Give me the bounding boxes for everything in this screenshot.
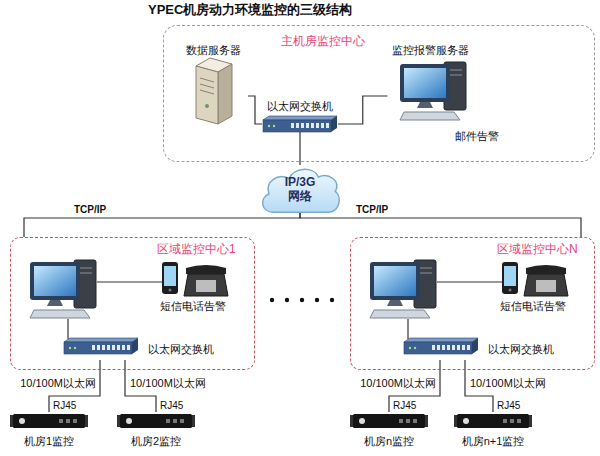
wire: [407, 319, 408, 339]
wire: [67, 319, 68, 339]
alarm-server: 监控报警服务器: [388, 44, 473, 128]
label-anchor: 邮件告警: [455, 130, 499, 143]
switch-icon: [404, 338, 478, 354]
room-monitor-device: 机房1监控: [8, 412, 90, 448]
device-icons: [10, 414, 532, 428]
link-label: TCP/IP: [354, 204, 390, 216]
ellipsis-dots-part: [285, 298, 289, 302]
link-label: 10/100M以太网: [359, 377, 437, 390]
ellipsis-dots-part: [300, 298, 304, 302]
link-label-anchor: 10/100M以太网: [129, 377, 207, 390]
regionN-equipment: [370, 260, 568, 354]
ethernet-switch: 以太网交换机: [62, 338, 222, 360]
network-link: [300, 213, 581, 237]
network-link: [248, 96, 262, 124]
title-anchor: YPEC机房动力环境监控的三级结构: [148, 2, 352, 18]
server-label: 数据服务器: [186, 44, 241, 57]
label-anchor: RJ45: [53, 400, 76, 412]
alarm-note: 短信电话告警: [160, 300, 226, 313]
device-label: 机房n监控: [364, 435, 414, 448]
wire: [437, 281, 502, 282]
device-icon: [117, 414, 195, 428]
monitor-center-box: 主机房监控中心数据服务器 监控报警服务器以太网交换机: [163, 25, 595, 162]
switch-icon: [263, 116, 337, 132]
ellipsis-dots-part: [270, 298, 274, 302]
ethernet-switch: 以太网交换机: [402, 338, 562, 360]
device-icon: [350, 414, 428, 428]
connectors: [24, 96, 581, 412]
room-monitor-device: 机房2监控: [115, 412, 197, 448]
link-label-anchor: TCP/IP: [354, 204, 390, 216]
data-server-icon: [196, 58, 232, 124]
ellipsis-dots-part: [315, 298, 319, 302]
switch-icon: [64, 338, 138, 354]
link-label-anchor: 10/100M以太网: [359, 377, 437, 390]
label-anchor: RJ45: [393, 400, 416, 412]
link-label-anchor: 10/100M以太网: [469, 377, 547, 390]
port-label: RJ45: [160, 400, 183, 412]
cloud-label: IP/3G 网络: [278, 175, 322, 203]
region-heading: 区域监控中心1: [157, 242, 236, 257]
link-label: 10/100M以太网: [129, 377, 207, 390]
port-label: RJ45: [497, 400, 520, 412]
device-icon: [454, 414, 532, 428]
room-monitor-device: 机房n+1监控: [452, 412, 534, 448]
wire: [97, 281, 162, 282]
device-label: 机房2监控: [131, 435, 181, 448]
server-label: 监控报警服务器: [392, 44, 469, 57]
link-label: 10/100M以太网: [469, 377, 547, 390]
phone-icon: [162, 262, 228, 296]
network-link: [24, 213, 300, 237]
alarm-server-icon: [400, 62, 466, 120]
device-label: 机房n+1监控: [462, 435, 525, 448]
link-label: TCP/IP: [72, 204, 108, 216]
label-anchor: RJ45: [497, 400, 520, 412]
ellipsis-dots-part: [330, 298, 334, 302]
network-link: [299, 132, 300, 165]
link-label-anchor: TCP/IP: [72, 204, 108, 216]
ellipsis-dots: [270, 298, 334, 302]
port-label: RJ45: [53, 400, 76, 412]
network-link: [338, 96, 388, 124]
region1-equipment: [30, 260, 228, 354]
cloud-outline: [263, 169, 340, 212]
diagram-title: YPEC机房动力环境监控的三级结构: [148, 2, 352, 18]
center-heading: 主机房监控中心: [281, 34, 365, 49]
switch-label: 以太网交换机: [267, 100, 333, 113]
computer-icon: [30, 260, 96, 318]
switch-label: 以太网交换机: [488, 343, 554, 356]
room-monitor-device: 机房n监控: [348, 412, 430, 448]
label-anchor: 短信电话告警: [500, 300, 566, 313]
phone-icon: [502, 262, 568, 296]
alarm-note: 短信电话告警: [500, 300, 566, 313]
alarm-note: 邮件告警: [455, 130, 499, 143]
port-label: RJ45: [393, 400, 416, 412]
network-cloud: IP/3G 网络: [258, 165, 342, 213]
label-anchor: RJ45: [160, 400, 183, 412]
device-label: 机房1监控: [24, 435, 74, 448]
label-anchor: 短信电话告警: [160, 300, 226, 313]
link-label: 10/100M以太网: [19, 377, 97, 390]
computer-icon: [370, 260, 436, 318]
device-icon: [10, 414, 88, 428]
switch-label: 以太网交换机: [148, 343, 214, 356]
region-heading: 区域监控中心N: [497, 242, 578, 257]
link-label-anchor: 10/100M以太网: [19, 377, 97, 390]
ethernet-switch: 以太网交换机: [262, 100, 338, 132]
data-server: 数据服务器: [178, 44, 248, 126]
